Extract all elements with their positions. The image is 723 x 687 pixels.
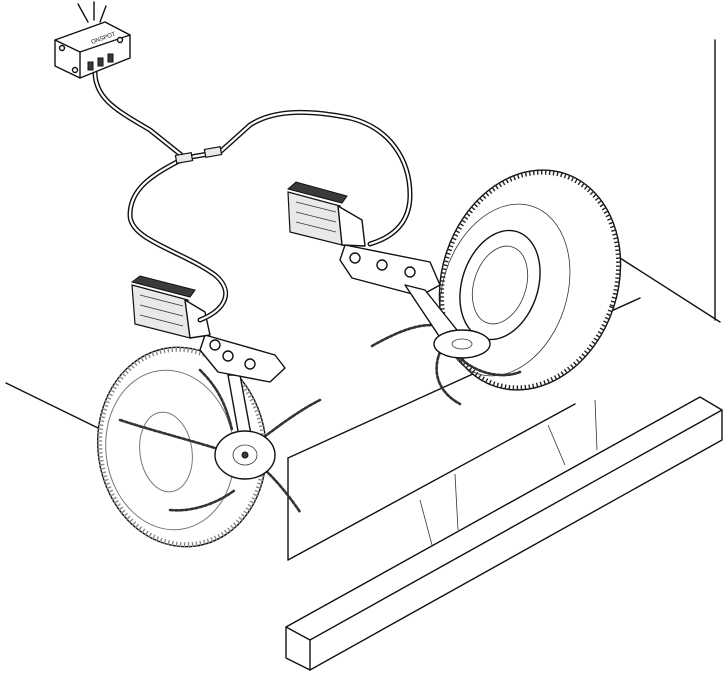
- chain-left-top: [198, 368, 234, 432]
- bolt-r1: [376, 259, 388, 271]
- actuator-left-fin3: [139, 314, 184, 327]
- air-line-coupler: [174, 151, 194, 165]
- air-line-right-inner: [93, 70, 412, 246]
- air-line-right: [92, 69, 413, 247]
- tire-right: [438, 169, 622, 391]
- swing-arm-left-bracket: [199, 334, 286, 383]
- control-box-wire-1: [77, 3, 89, 23]
- curb-face: [285, 396, 723, 671]
- bolt-r3: [349, 252, 361, 264]
- bolt-l1: [222, 350, 234, 362]
- air-line-left-inner: [128, 156, 227, 322]
- control-box-port-2: [97, 57, 104, 67]
- chain-wheel-right-hub: [451, 338, 473, 350]
- body-right-top: [619, 257, 721, 323]
- swing-arm-right: [339, 244, 466, 346]
- air-lines: [92, 69, 413, 323]
- control-box-screw-3: [116, 36, 124, 44]
- actuator-left-fin1: [139, 294, 184, 307]
- body-seam-1: [419, 499, 433, 546]
- actuator-right-top: [286, 181, 348, 204]
- tire-left-rim: [139, 411, 193, 493]
- actuator-right-fin1: [295, 201, 337, 213]
- bolt-r2: [404, 266, 416, 278]
- chain-wheel-right: [433, 329, 491, 359]
- actuator-left: [130, 275, 211, 339]
- actuator-right-fin3: [295, 221, 337, 233]
- body-left-edge: [5, 382, 99, 429]
- actuator-left-fin2: [139, 304, 184, 317]
- actuator-right: [286, 181, 366, 247]
- air-line-coupler-2: [203, 145, 223, 159]
- control-box-screw-1: [58, 44, 66, 52]
- body-seam-3: [547, 424, 566, 466]
- control-box-port-3: [107, 53, 114, 63]
- chain-right-down: [435, 350, 462, 406]
- control-box-port-1: [87, 61, 94, 71]
- chain-wheel-right-disc: [433, 329, 491, 359]
- chain-wheel-left: [214, 430, 276, 480]
- actuator-left-mount: [184, 299, 211, 339]
- body-seam-2: [454, 473, 459, 531]
- chain-left-bottom: [168, 488, 237, 512]
- chain-left-right: [258, 398, 322, 442]
- tire-right-hub: [471, 245, 529, 325]
- control-box: ONSPOT: [54, 1, 131, 79]
- chain-wheel-left-hub: [232, 444, 258, 466]
- curb: [285, 396, 723, 671]
- body-bottom-edge: [287, 403, 576, 561]
- control-box-wire-3: [99, 5, 107, 23]
- control-box-body: [54, 21, 131, 79]
- actuator-left-top: [130, 275, 196, 298]
- actuator-right-fin2: [295, 211, 337, 223]
- bolt-l2: [244, 358, 256, 370]
- tire-right-sidewall: [439, 203, 571, 377]
- swing-arm-left: [199, 334, 286, 443]
- body-seam-4: [594, 399, 598, 451]
- tire-right-tread: [438, 169, 622, 391]
- bolt-l3: [209, 339, 221, 351]
- actuator-right-mount: [337, 205, 366, 247]
- control-box-screw-2: [71, 66, 79, 74]
- chain-wheel-left-center: [241, 451, 249, 459]
